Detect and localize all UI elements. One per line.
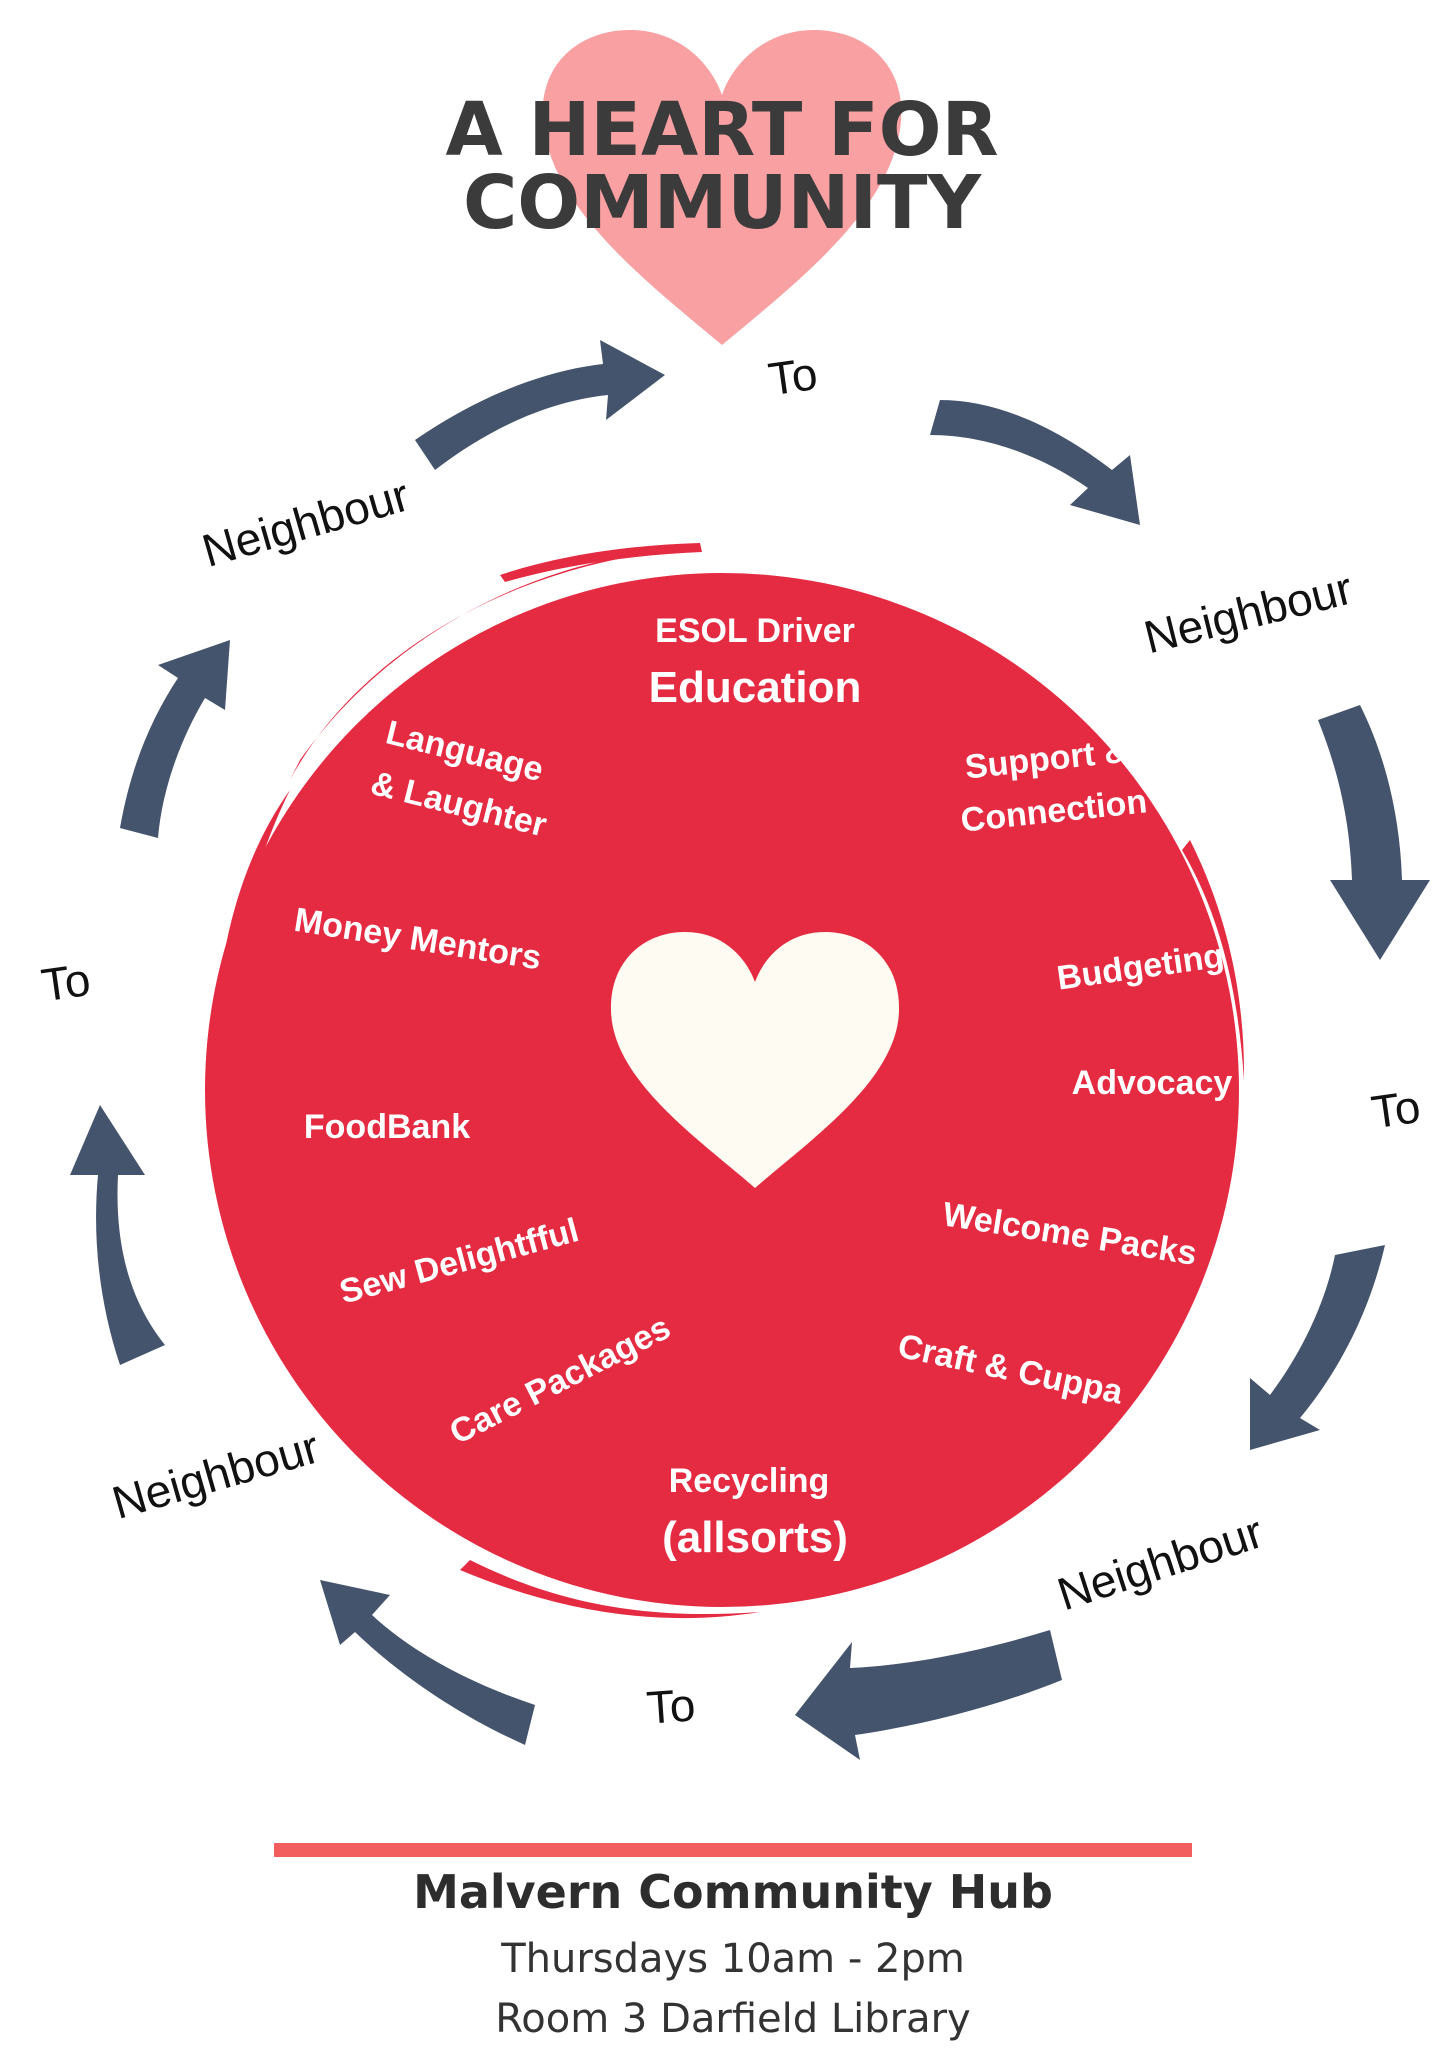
service-education: Education	[649, 663, 862, 712]
cycle-to-right: To	[1368, 1080, 1423, 1138]
cycle-neighbour-bottom-left: Neighbour	[106, 1420, 324, 1528]
service-esol-driver: ESOL Driver	[655, 612, 855, 650]
arrow-right-upper	[1318, 705, 1430, 960]
arrow-left-lower	[70, 1105, 165, 1365]
cycle-neighbour-right: Neighbour	[1139, 562, 1358, 664]
service-allsorts: (allsorts)	[662, 1513, 848, 1562]
cycle-to-left: To	[38, 953, 93, 1011]
cycle-neighbour-top-left: Neighbour	[196, 468, 414, 576]
service-foodbank: FoodBank	[304, 1108, 470, 1146]
footer-rule	[274, 1843, 1192, 1857]
title-line-2: COMMUNITY	[463, 160, 983, 246]
cycle-neighbour-bottom-right: Neighbour	[1051, 1505, 1269, 1620]
arrow-bottom-left	[320, 1580, 535, 1745]
arrow-bottom-right	[795, 1630, 1062, 1760]
service-advocacy: Advocacy	[1072, 1064, 1233, 1102]
title-line-1: A HEART FOR	[445, 87, 998, 173]
footer-location: Room 3 Darfield Library	[495, 1996, 970, 2042]
arrow-right-lower	[1250, 1245, 1385, 1450]
footer-time: Thursdays 10am - 2pm	[500, 1936, 965, 1982]
arrow-left-upper	[120, 640, 230, 838]
cycle-to-bottom: To	[645, 1678, 697, 1733]
title-heart-icon	[542, 30, 902, 345]
arrow-top-left	[415, 340, 665, 470]
center-heart-icon	[610, 932, 900, 1188]
service-recycling: Recycling	[669, 1462, 830, 1500]
cycle-to-top: To	[765, 347, 820, 405]
cycle-arrows	[70, 340, 1430, 1760]
footer-hub-name: Malvern Community Hub	[413, 1865, 1053, 1919]
arrow-top-right	[930, 400, 1140, 525]
